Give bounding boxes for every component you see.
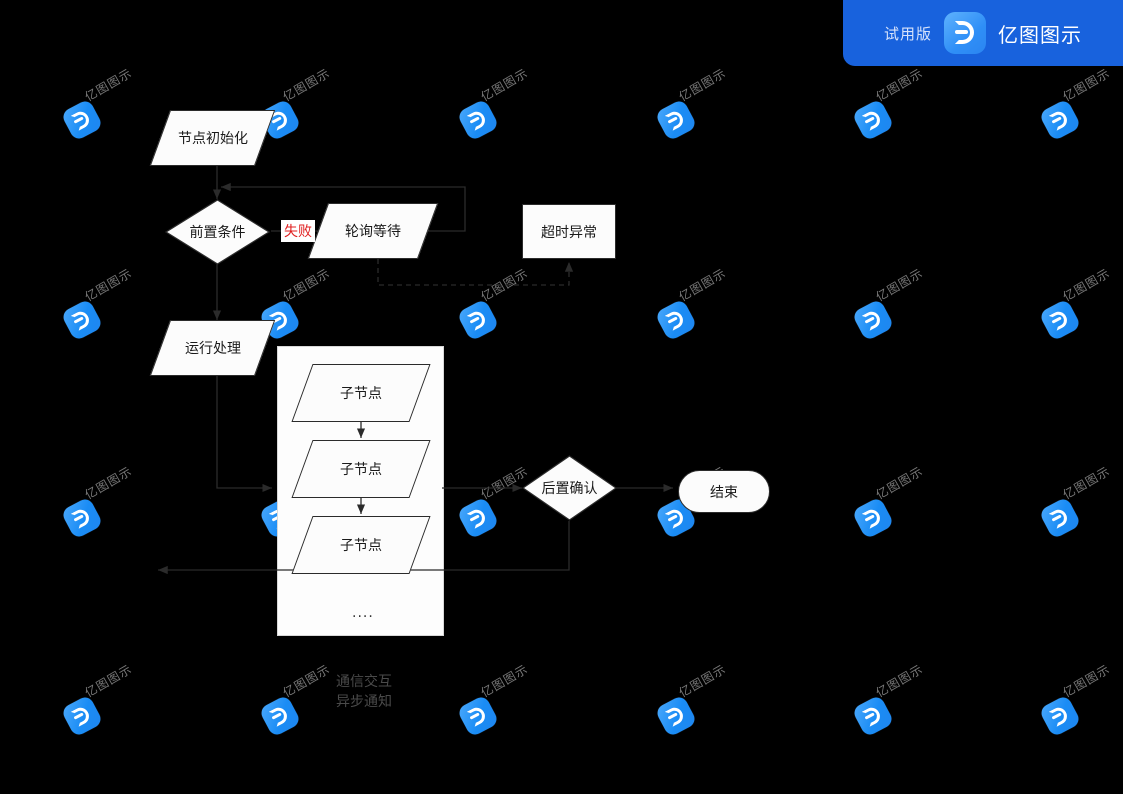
- node-child-2[interactable]: 子节点: [291, 440, 431, 498]
- trial-version-label: 试用版: [883, 24, 932, 43]
- node-child-3-label: 子节点: [340, 538, 382, 554]
- node-child-1[interactable]: 子节点: [291, 364, 431, 422]
- node-end[interactable]: 结束: [678, 470, 770, 513]
- edge-run-to-subnodes: [216, 376, 272, 493]
- node-init-label: 节点初始化: [177, 131, 248, 147]
- edge-label-fail: 失败: [281, 220, 315, 242]
- note-async: 异步通知: [336, 694, 392, 710]
- node-poll[interactable]: 轮询等待: [307, 203, 439, 259]
- trial-banner[interactable]: 试用版 亿图图示: [843, 0, 1123, 66]
- node-precond-label: 前置条件: [189, 225, 246, 241]
- node-postcond-label: 后置确认: [541, 481, 598, 497]
- node-end-label: 结束: [710, 484, 738, 501]
- diamond-shape-precond: [165, 199, 270, 265]
- brand-name-label: 亿图图示: [998, 22, 1082, 47]
- node-poll-label: 轮询等待: [345, 224, 401, 240]
- node-postcond[interactable]: 后置确认: [522, 455, 617, 521]
- node-child-1-label: 子节点: [340, 386, 382, 402]
- note-communication: 通信交互: [336, 674, 392, 690]
- node-child-2-label: 子节点: [340, 462, 382, 478]
- node-more-dots: ....: [352, 605, 374, 621]
- edge-poll-loop-back: [221, 182, 466, 232]
- edraw-logo-icon: [944, 12, 986, 54]
- diamond-shape-postcond: [522, 455, 617, 521]
- node-run[interactable]: 运行处理: [149, 320, 276, 376]
- node-timeout[interactable]: 超时异常: [522, 204, 616, 259]
- node-precond[interactable]: 前置条件: [165, 199, 270, 265]
- edge-poll-to-timeout-dashed: [377, 259, 574, 286]
- node-timeout-label: 超时异常: [541, 224, 597, 241]
- node-init[interactable]: 节点初始化: [149, 110, 276, 166]
- node-run-label: 运行处理: [184, 341, 241, 357]
- node-child-3[interactable]: 子节点: [291, 516, 431, 574]
